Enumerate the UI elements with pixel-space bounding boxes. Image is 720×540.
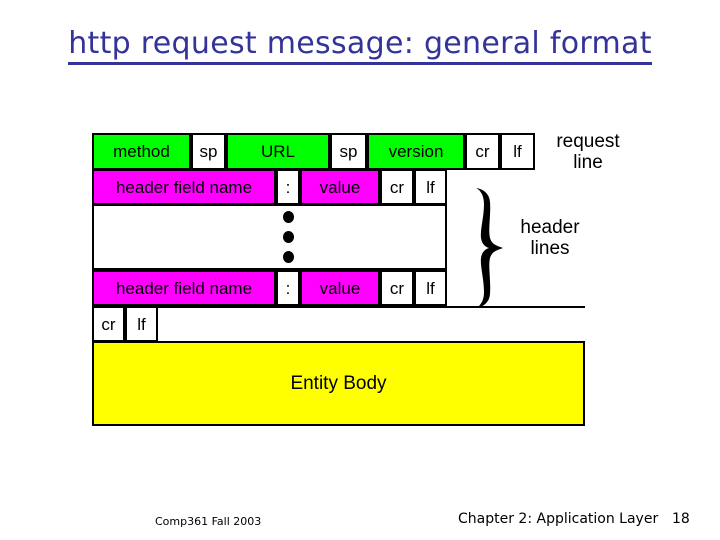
cell-lf-header-last: lf xyxy=(414,270,447,306)
header-lines-annotation-line1: header xyxy=(520,217,580,238)
cell-version: version xyxy=(367,133,465,170)
cell-colon-first: : xyxy=(276,169,300,205)
footer-chapter-label: Chapter 2: Application Layer xyxy=(458,511,659,527)
header-lines-annotation: header lines xyxy=(500,217,600,260)
cell-header-field-name-first: header field name xyxy=(92,169,276,205)
cell-url: URL xyxy=(226,133,330,170)
right-curly-brace-icon xyxy=(476,188,503,308)
page-title: http request message: general format xyxy=(0,26,720,65)
cell-lf-blank-line: lf xyxy=(125,306,158,342)
page-title-text: http request message: general format xyxy=(68,26,652,65)
ellipsis-dot-1 xyxy=(283,211,294,223)
header-lines-annotation-line2: lines xyxy=(530,238,570,260)
cell-cr-header-last: cr xyxy=(380,270,414,306)
cell-lf-header-first: lf xyxy=(414,169,447,205)
request-line-annotation-line2: line xyxy=(573,152,603,174)
cell-cr-header-first: cr xyxy=(380,169,414,205)
cell-value-last: value xyxy=(300,270,380,306)
cell-cr-request: cr xyxy=(465,133,500,170)
cell-header-field-name-last: header field name xyxy=(92,270,276,306)
cell-lf-request: lf xyxy=(500,133,535,170)
cell-ellipsis-row xyxy=(92,204,447,270)
request-line-annotation: request line xyxy=(543,131,633,174)
footer-page-number: 18 xyxy=(672,511,690,527)
cell-method: method xyxy=(92,133,191,170)
cell-blank-line-tail xyxy=(158,306,585,342)
cell-colon-last: : xyxy=(276,270,300,306)
cell-value-first: value xyxy=(300,169,380,205)
footer-course-label: Comp361 Fall 2003 xyxy=(155,515,262,528)
cell-entity-body: Entity Body xyxy=(92,341,585,426)
cell-sp-1: sp xyxy=(191,133,226,170)
request-line-annotation-line1: request xyxy=(556,131,620,152)
cell-cr-blank-line: cr xyxy=(92,306,125,342)
ellipsis-dot-2 xyxy=(283,231,294,243)
cell-sp-2: sp xyxy=(330,133,367,170)
ellipsis-dot-3 xyxy=(283,251,294,263)
